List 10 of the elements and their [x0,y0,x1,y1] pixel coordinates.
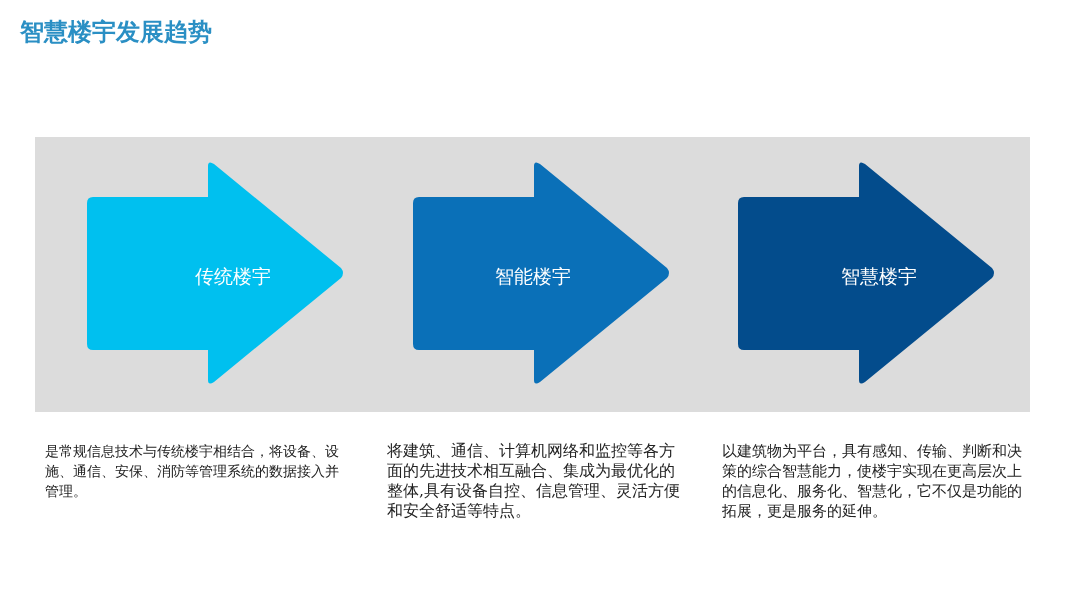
arrow-shape [738,160,996,386]
description-text: 是常规信息技术与传统楼宇相结合，将设备、设施、通信、安保、消防等管理系统的数据接入并管理。 [45,442,340,501]
arrow-label: 智能楼宇 [495,264,571,289]
arrow-label: 智慧楼宇 [841,264,917,289]
description-text: 将建筑、通信、计算机网络和监控等各方面的先进技术相互融合、集成为最优化的整体,具有设备自控、信息管理、灵活方便和安全舒适等特点。 [387,441,681,521]
arrow-shape [87,160,345,386]
arrow-shape [413,160,671,386]
description-text: 以建筑物为平台，具有感知、传输、判断和决策的综合智慧能力，使楼宇实现在更高层次上的信息化、服务化、智慧化，它不仅是功能的拓展，更是服务的延伸。 [722,441,1023,521]
arrow-label: 传统楼宇 [195,264,271,289]
title: 智慧楼宇发展趋势 [20,17,212,48]
